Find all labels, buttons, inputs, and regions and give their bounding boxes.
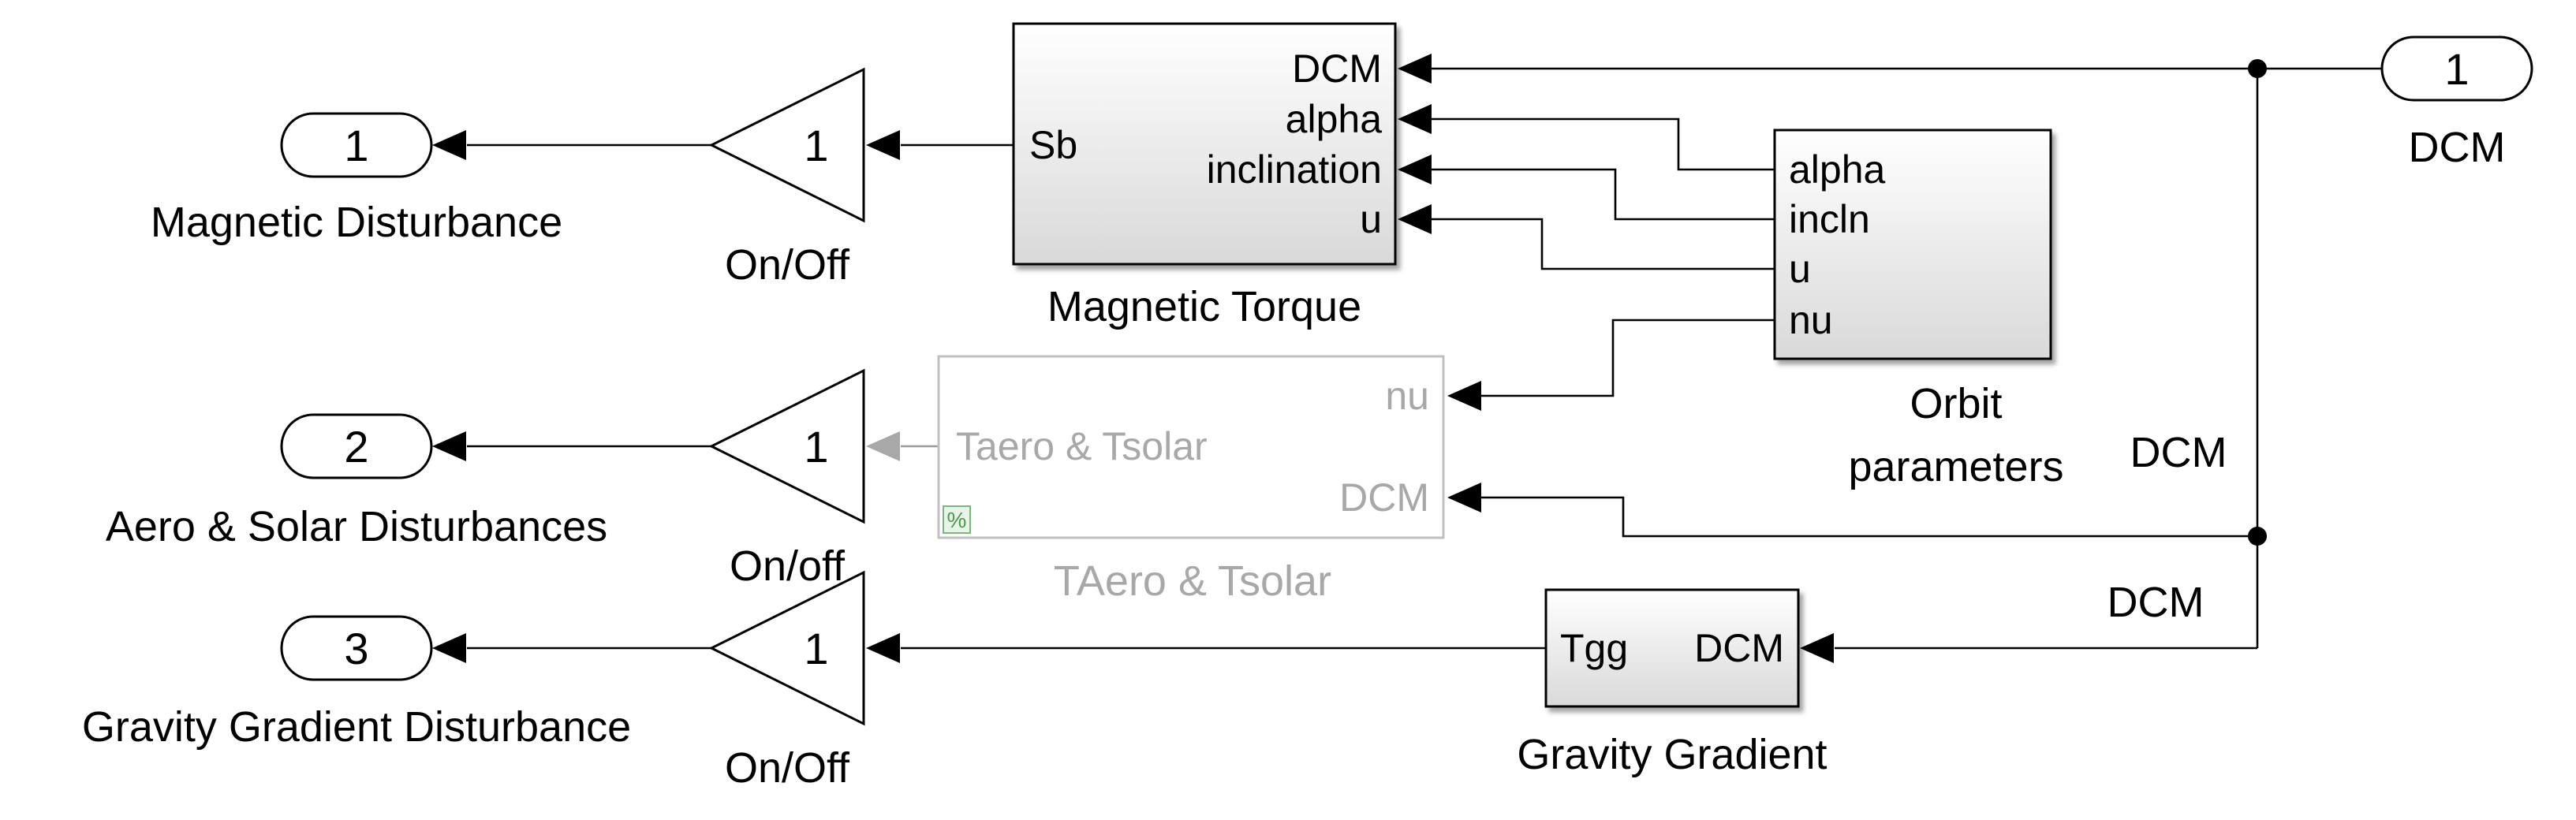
inport-dcm[interactable]: 1 DCM xyxy=(2380,35,2533,171)
dcm-to-taero-line[interactable] xyxy=(1467,496,2257,538)
arrow-gain1-in xyxy=(866,130,900,160)
outport-3[interactable]: 3 Gravity Gradient Disturbance xyxy=(82,615,631,751)
junction-dot-middle xyxy=(2248,527,2267,546)
comment-badge-icon: % xyxy=(943,505,971,534)
arrow-nu-taero xyxy=(1447,381,1481,411)
port-u-out: u xyxy=(1789,247,1811,291)
outport-2-name: Aero & Solar Disturbances xyxy=(106,503,607,550)
port-inclination-in: inclination xyxy=(1207,147,1382,192)
gain-3-label: On/Off xyxy=(725,744,850,792)
gain-block-3[interactable]: 1 On/Off xyxy=(708,570,865,792)
outport-2[interactable]: 2 Aero & Solar Disturbances xyxy=(106,413,607,550)
arrow-inclination-magnetic xyxy=(1398,155,1432,184)
arrow-dcm-magnetic xyxy=(1398,54,1432,84)
arrowheads xyxy=(432,54,1834,663)
outport-3-name: Gravity Gradient Disturbance xyxy=(82,703,631,751)
outport-1-name: Magnetic Disturbance xyxy=(151,199,562,246)
outport-1[interactable]: 1 Magnetic Disturbance xyxy=(151,112,562,246)
gravity-gradient-block[interactable]: Tgg DCM Gravity Gradient xyxy=(1517,588,1827,778)
arrow-outport2-in xyxy=(432,431,466,461)
arrow-dcm-gravity xyxy=(1800,633,1834,663)
arrow-alpha-magnetic xyxy=(1398,104,1432,134)
port-taero-tsolar-out: Taero & Tsolar xyxy=(956,424,1208,468)
outport-3-number: 3 xyxy=(344,624,368,673)
gain-2-value: 1 xyxy=(804,422,828,472)
arrow-gain3-in xyxy=(866,633,900,663)
nu-line[interactable] xyxy=(1467,319,1775,397)
inport-name: DCM xyxy=(2409,124,2506,171)
inclination-line[interactable] xyxy=(1420,168,1775,221)
magnetic-torque-label: Magnetic Torque xyxy=(1047,283,1361,330)
port-incln-out: incln xyxy=(1789,197,1870,241)
signal-label-dcm-1: DCM xyxy=(2130,429,2227,476)
port-dcm-gravity-in: DCM xyxy=(1694,626,1784,670)
arrow-u-magnetic xyxy=(1398,204,1432,234)
outport-1-number: 1 xyxy=(344,121,368,170)
taero-tsolar-block[interactable]: Taero & Tsolar nu DCM % TAero & Tsolar xyxy=(937,355,1445,605)
inport-number: 1 xyxy=(2444,44,2469,94)
svg-text:%: % xyxy=(947,508,967,532)
port-u-in: u xyxy=(1360,197,1382,241)
gain-3-value: 1 xyxy=(804,624,828,673)
arrow-dcm-taero xyxy=(1447,483,1481,512)
gain-1-value: 1 xyxy=(804,121,828,170)
port-nu-in: nu xyxy=(1385,374,1429,418)
arrow-outport1-in xyxy=(432,130,466,160)
outport-2-number: 2 xyxy=(344,422,368,472)
gravity-gradient-label: Gravity Gradient xyxy=(1517,731,1827,778)
gain-2-label: On/off xyxy=(730,542,846,590)
orbit-parameters-label-line1: Orbit xyxy=(1910,380,2002,427)
port-dcm-in: DCM xyxy=(1292,47,1382,91)
magnetic-torque-block[interactable]: Sb DCM alpha inclination u Magnetic Torq… xyxy=(1012,22,1397,330)
port-sb: Sb xyxy=(1029,123,1077,167)
orbit-parameters-block[interactable]: alpha incln u nu Orbit parameters xyxy=(1773,129,2064,490)
arrow-gain2-in xyxy=(866,431,900,461)
signal-lines xyxy=(467,67,2382,650)
u-line[interactable] xyxy=(1420,218,1775,270)
port-dcm-taero-in: DCM xyxy=(1339,475,1429,520)
port-alpha-in: alpha xyxy=(1286,97,1383,141)
gain-1-label: On/Off xyxy=(725,241,850,289)
alpha-line[interactable] xyxy=(1420,117,1775,171)
arrow-outport3-in xyxy=(432,633,466,663)
signal-label-dcm-2: DCM xyxy=(2107,579,2205,626)
orbit-parameters-label-line2: parameters xyxy=(1848,443,2063,490)
port-nu-out: nu xyxy=(1789,298,1833,342)
junction-dot-top xyxy=(2248,59,2267,78)
gain-block-2[interactable]: 1 On/off xyxy=(708,368,865,590)
port-alpha-out: alpha xyxy=(1789,147,1886,192)
taero-tsolar-label: TAero & Tsolar xyxy=(1054,557,1331,605)
gain-block-1[interactable]: 1 On/Off xyxy=(708,67,865,289)
port-tgg-out: Tgg xyxy=(1560,626,1628,670)
